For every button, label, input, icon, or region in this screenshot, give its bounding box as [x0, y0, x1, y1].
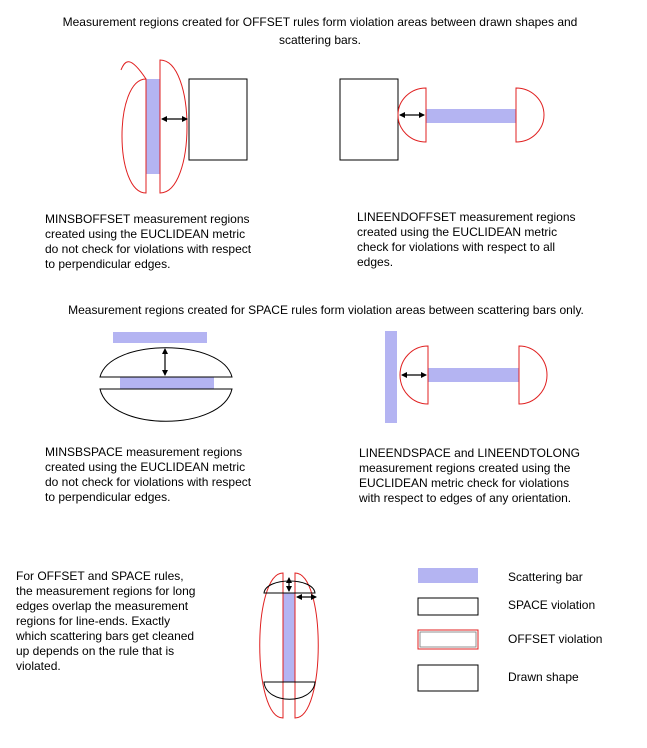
legend-label: SPACE violation [508, 598, 595, 612]
offset-violation-region-left [259, 572, 284, 719]
overlap-figure [259, 572, 319, 719]
offset-violation-region-left [121, 78, 147, 194]
lineendspace-figure [385, 331, 548, 423]
drawn-shape [188, 78, 248, 161]
minsboffset-caption: MINSBOFFSET measurement regions created … [45, 212, 252, 271]
legend-swatch-space-violation [417, 597, 479, 616]
caption-line: with respect to edges of any orientation… [358, 491, 571, 505]
offset-violation-region-right [159, 59, 188, 194]
scattering-bar-vertical [385, 331, 397, 423]
drawn-shape [339, 78, 399, 161]
legend-swatch-drawn-shape [417, 664, 479, 692]
scattering-bar-top [113, 332, 207, 343]
legend-swatch-offset-inner [419, 631, 477, 648]
legend: Scattering bar SPACE violation OFFSET vi… [417, 568, 602, 692]
minsboffset-figure [120, 59, 248, 194]
minsbspace-figure [99, 332, 233, 422]
space-violation-region-lower [99, 388, 233, 422]
scattering-bar [283, 593, 295, 682]
offset-violation-region-left-end [397, 87, 427, 143]
minsbspace-caption: MINSBSPACE measurement regions created u… [45, 445, 252, 504]
lineendspace-caption: LINEENDSPACE and LINEENDTOLONG measureme… [358, 446, 580, 505]
lineendoffset-figure [339, 78, 545, 161]
note-line: up depends on the rule that is [16, 644, 174, 658]
caption-line: edges. [357, 255, 393, 269]
legend-item-space-violation: SPACE violation [417, 597, 595, 616]
space-violation-region-top [263, 580, 316, 594]
legend-swatch-scattering-bar [418, 568, 478, 583]
offset-violation-region-right-end [515, 87, 545, 143]
section1-heading-line1: Measurement regions created for OFFSET r… [63, 15, 578, 29]
caption-line: measurement regions created using the [359, 461, 571, 475]
caption-line: MINSBSPACE measurement regions [45, 445, 242, 459]
offset-violation-region-top-cap [120, 61, 147, 80]
caption-line: to perpendicular edges. [45, 490, 170, 504]
note-line: For OFFSET and SPACE rules, [16, 569, 184, 583]
overlap-note: For OFFSET and SPACE rules, the measurem… [15, 569, 195, 673]
section2-heading: Measurement regions created for SPACE ru… [68, 303, 584, 317]
caption-line: EUCLIDEAN metric check for violations [359, 476, 569, 490]
scattering-bar [426, 109, 516, 123]
caption-line: created using the EUCLIDEAN metric [45, 460, 245, 474]
space-violation-region-left-end [399, 345, 429, 405]
legend-item-drawn-shape: Drawn shape [417, 664, 579, 692]
note-line: edges overlap the measurement [16, 599, 189, 613]
caption-line: LINEENDSPACE and LINEENDTOLONG [359, 446, 580, 460]
caption-line: to perpendicular edges. [45, 257, 170, 271]
legend-item-scattering-bar: Scattering bar [418, 568, 583, 584]
space-violation-region-right-end [518, 345, 548, 405]
scattering-bar-bottom [120, 377, 214, 389]
caption-line: created using the EUCLIDEAN metric [45, 227, 245, 241]
note-line: which scattering bars get cleaned [15, 629, 194, 643]
offset-violation-region-right [294, 572, 319, 719]
caption-line: MINSBOFFSET measurement regions [45, 212, 250, 226]
legend-label: Drawn shape [508, 670, 579, 684]
note-line: regions for line-ends. Exactly [16, 614, 170, 628]
legend-item-offset-violation: OFFSET violation [417, 629, 602, 650]
lineendoffset-caption: LINEENDOFFSET measurement regions create… [357, 210, 576, 269]
caption-line: created using the EUCLIDEAN metric [357, 225, 557, 239]
caption-line: LINEENDOFFSET measurement regions [357, 210, 576, 224]
space-violation-region-upper [99, 347, 233, 378]
scattering-bar [146, 79, 160, 174]
caption-line: do not check for violations with respect [45, 242, 252, 256]
space-violation-region-bottom [263, 681, 316, 700]
scattering-bar-horizontal [428, 368, 519, 382]
caption-line: check for violations with respect to all [357, 240, 555, 254]
section1-heading-line2: scattering bars. [279, 33, 361, 47]
note-line: violated. [16, 659, 61, 673]
caption-line: do not check for violations with respect [45, 475, 252, 489]
note-line: the measurement regions for long [16, 584, 195, 598]
legend-swatch-offset-violation [417, 629, 479, 650]
legend-label: OFFSET violation [508, 632, 602, 646]
legend-label: Scattering bar [508, 570, 583, 584]
